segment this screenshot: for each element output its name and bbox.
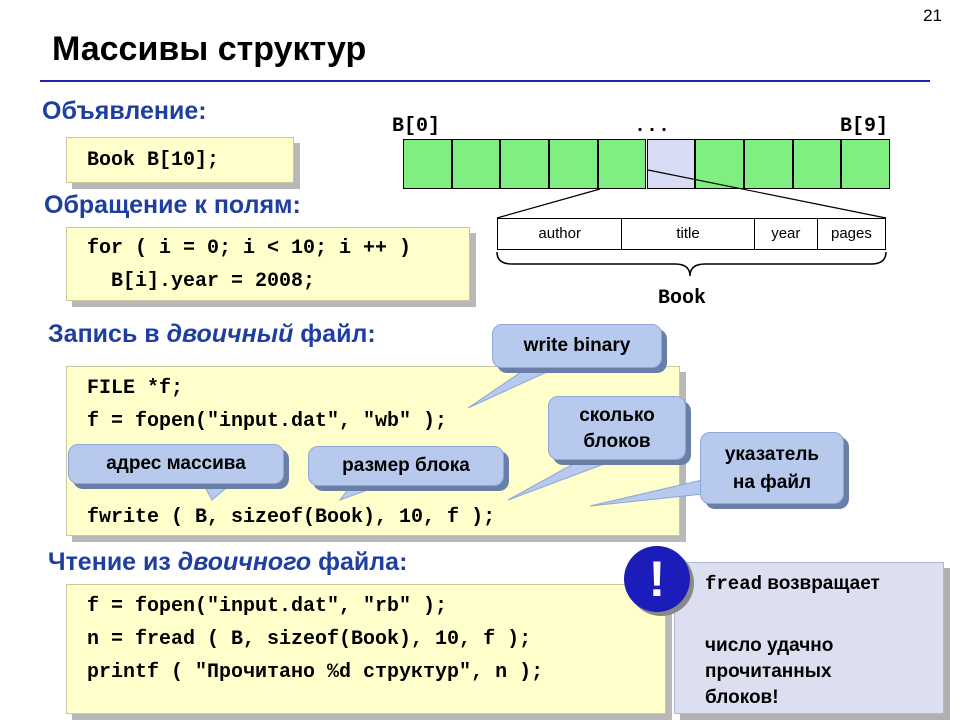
field-access-line-2: B[i].year = 2008; — [87, 270, 316, 293]
note-line-3: прочитанных — [705, 661, 832, 682]
array-label-last: B[9] — [840, 115, 889, 138]
note-line-2: число удачно — [705, 635, 834, 656]
read-line-3: printf ( "Прочитано %d структур", n ); — [87, 661, 544, 684]
callout-write-binary: write binary — [492, 324, 662, 368]
array-cell — [646, 139, 696, 189]
array-cell — [597, 139, 647, 189]
struct-field-author: author — [498, 219, 623, 249]
title-underline — [40, 80, 930, 82]
array-cell — [451, 139, 501, 189]
struct-label: Book — [658, 287, 707, 310]
declaration-heading: Объявление: — [42, 97, 207, 125]
note-line-4: блоков! — [705, 687, 779, 708]
declaration-code-box: Book B[10]; — [66, 137, 294, 183]
callout-block-count: сколько блоков — [548, 396, 686, 460]
array-cells — [403, 139, 890, 189]
fread-note: fread возвращает число удачно прочитанны… — [674, 562, 944, 714]
array-diagram-lines — [496, 169, 887, 277]
array-cell — [743, 139, 793, 189]
expand-line-left — [496, 188, 601, 219]
array-cell — [403, 139, 452, 189]
array-cell — [549, 139, 598, 189]
exclamation-icon: ! — [624, 546, 690, 612]
array-cell — [792, 139, 842, 189]
write-line-2: f = fopen("input.dat", "wb" ); — [87, 410, 448, 433]
struct-brace — [496, 251, 887, 277]
struct-field-pages: pages — [831, 225, 872, 242]
slide-title: Массивы структур — [52, 30, 367, 68]
binary-write-heading: Запись в двоичный файл: — [48, 320, 376, 348]
read-line-1: f = fopen("input.dat", "rb" ); — [87, 595, 448, 618]
field-access-line-1: for ( i = 0; i < 10; i ++ ) — [87, 237, 412, 260]
page-number: 21 — [923, 6, 942, 25]
field-access-code-box: for ( i = 0; i < 10; i ++ ) B[i].year = … — [66, 227, 470, 301]
write-binary-tail — [467, 365, 561, 409]
field-access-heading: Обращение к полям: — [44, 191, 301, 219]
struct-field-title: title — [622, 219, 755, 249]
count-tail — [507, 457, 621, 501]
array-cell — [841, 139, 890, 189]
binary-read-heading: Чтение из двоичного файла: — [48, 548, 408, 576]
array-label-first: B[0] — [392, 115, 441, 138]
callout-file-pointer: указатель на файл — [700, 432, 844, 504]
declaration-code: Book B[10]; — [87, 149, 220, 172]
expand-line-right — [647, 169, 887, 219]
read-line-2: n = fread ( B, sizeof(Book), 10, f ); — [87, 628, 532, 651]
write-line-1: FILE *f; — [87, 377, 184, 400]
callout-array-address: адрес массива — [68, 444, 284, 484]
write-line-3: fwrite ( B, sizeof(Book), 10, f ); — [87, 506, 496, 529]
binary-write-code-box: FILE *f; f = fopen("input.dat", "wb" ); … — [66, 366, 680, 536]
array-cell — [500, 139, 550, 189]
note-line-1: fread возвращает — [705, 573, 880, 595]
binary-read-code-box: f = fopen("input.dat", "rb" ); n = fread… — [66, 584, 666, 714]
callout-block-size: размер блока — [308, 446, 504, 486]
struct-field-year: year — [755, 219, 818, 249]
array-label-middle: ... — [634, 115, 671, 138]
